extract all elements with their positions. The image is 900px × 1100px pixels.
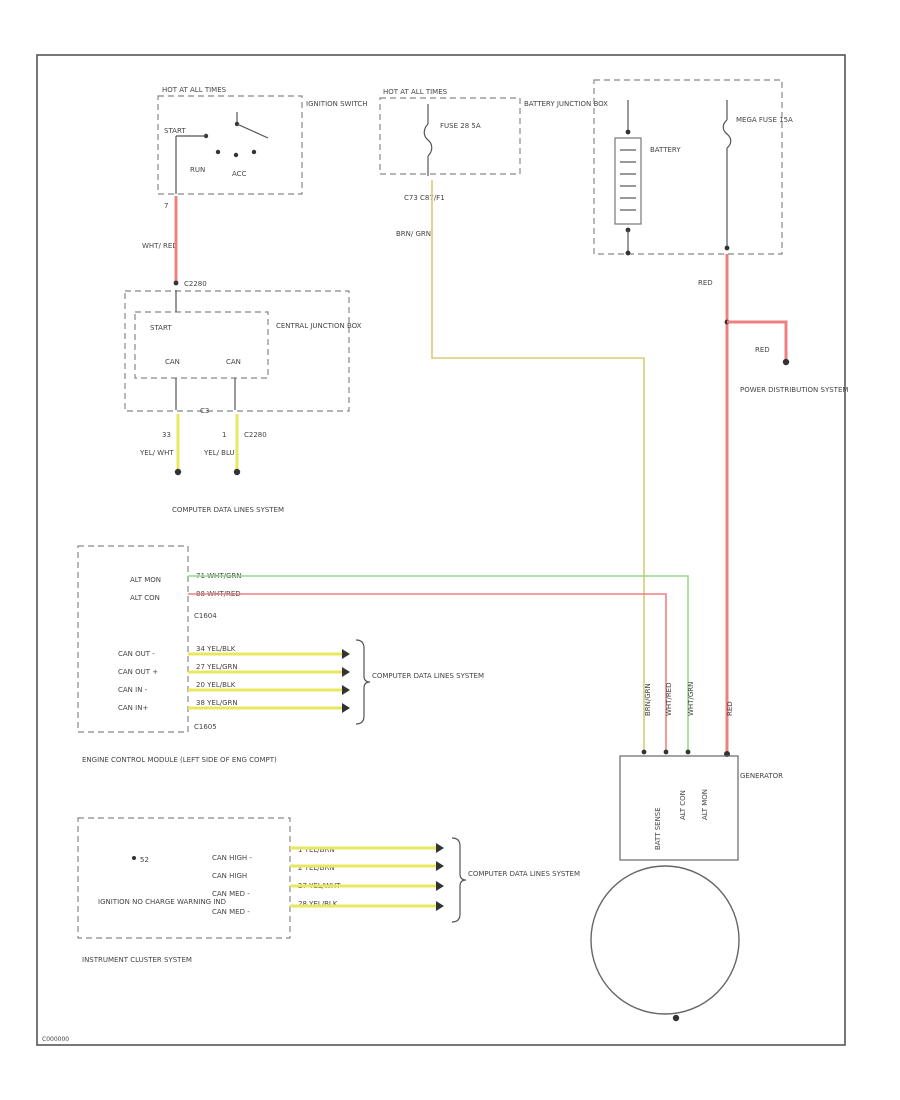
comp-data-top-label: COMPUTER DATA LINES SYSTEM <box>172 506 284 514</box>
ecm-name: ENGINE CONTROL MODULE (LEFT SIDE OF ENG … <box>82 756 277 764</box>
diagram-frame <box>36 54 846 1046</box>
gen-vwire-4: RED <box>726 701 734 716</box>
ecm-can-out-plus: CAN OUT + <box>118 668 158 676</box>
cluster-can-med-minus-2: CAN MED - <box>212 908 250 916</box>
battery-assembly: BATTERY MEGA FUSE 15A RED <box>593 79 793 287</box>
ecm-wire-can-out-minus: 34 YEL/BLK <box>196 645 236 653</box>
cjb-outer-box <box>124 290 350 412</box>
cluster-name: INSTRUMENT CLUSTER SYSTEM <box>82 956 192 964</box>
ignition-switch-box <box>157 95 303 195</box>
generator-label: GENERATOR <box>740 772 783 780</box>
fuse-wire-label: BRN/ GRN <box>396 230 431 238</box>
corner-code: C000000 <box>42 1036 69 1043</box>
power-dist-label: POWER DISTRIBUTION SYSTEM <box>740 386 848 394</box>
battery-box <box>593 79 783 255</box>
ignition-run-label: RUN <box>190 166 205 174</box>
gen-terminal-batt-sense: BATT SENSE <box>654 807 662 850</box>
cluster-lamp-label: IGNITION NO CHARGE WARNING IND <box>98 898 226 906</box>
ignition-switch: HOT AT ALL TIMES IGNITION SWITCH START R… <box>142 86 368 250</box>
cjb-bottom-right-conn: C2280 <box>244 431 267 439</box>
battery-label: BATTERY <box>650 146 681 154</box>
ignition-pin: 7 <box>164 202 168 210</box>
cluster-can-med-minus-1: CAN MED - <box>212 890 250 898</box>
instrument-cluster: 52 IGNITION NO CHARGE WARNING IND CAN HI… <box>77 817 580 964</box>
ignition-wire-label: WHT/ RED <box>142 242 178 250</box>
gen-vwire-3: WHT/GRN <box>687 682 695 716</box>
ecm-conn-2: C1605 <box>194 723 217 731</box>
cjb-inner-box <box>134 311 269 379</box>
power-distribution-node <box>782 358 790 366</box>
battery-wire-label: RED <box>698 279 713 287</box>
ecm-can-in-minus: CAN IN - <box>118 686 148 694</box>
ignition-start-label: START <box>164 127 186 135</box>
central-junction-box: C2280 CENTRAL JUNCTION BOX START CAN CAN… <box>124 280 362 457</box>
cluster-wire-2: 2 YEL/BRN <box>298 864 335 872</box>
ecm-conn-1: C1604 <box>194 612 217 620</box>
generator-terminal-box <box>619 755 739 861</box>
cjb-pin-right: 1 <box>222 431 226 439</box>
ecm-can-out-minus: CAN OUT - <box>118 650 155 658</box>
fuse-label: FUSE 28 5A <box>440 122 481 130</box>
fuse-hot-label: HOT AT ALL TIMES <box>383 88 448 96</box>
ecm-wire-can-in-plus: 38 YEL/GRN <box>196 699 238 707</box>
fuse-connector: C73 C87/F1 <box>404 194 445 202</box>
gen-vwire-1: BRN/GRN <box>644 683 652 716</box>
battery-junction-box: HOT AT ALL TIMES BATTERY JUNCTION BOX FU… <box>379 88 608 238</box>
cjb-can-2: CAN <box>226 358 241 366</box>
ecm-alt-con: ALT CON <box>130 594 160 602</box>
ecm-box <box>77 545 189 733</box>
generator-ground <box>672 1014 680 1022</box>
cjb-wire-left: YEL/ WHT <box>139 449 174 457</box>
cjb-bottom-left-conn: C3 <box>200 407 209 415</box>
cjb-left-terminal <box>174 468 182 476</box>
ignition-acc-label: ACC <box>232 170 247 178</box>
fuse-box-name: BATTERY JUNCTION BOX <box>524 100 608 108</box>
mega-fuse-label: MEGA FUSE 15A <box>736 116 793 124</box>
ecm-wire-can-in-minus: 20 YEL/BLK <box>196 681 236 689</box>
cjb-right-terminal <box>233 468 241 476</box>
cjb-pin-left: 33 <box>162 431 171 439</box>
cluster-pin-top: 52 <box>140 856 149 864</box>
ecm-can-in-plus: CAN IN+ <box>118 704 148 712</box>
fuse-box <box>379 97 521 175</box>
cluster-box <box>77 817 291 939</box>
battery-icon <box>614 137 642 225</box>
ignition-switch-name: IGNITION SWITCH <box>306 100 368 108</box>
generator-body <box>590 865 740 1015</box>
power-dist-wire-label: RED <box>755 346 770 354</box>
ecm-wire-can-out-plus: 27 YEL/GRN <box>196 663 238 671</box>
cluster-wire-4: 28 YEL/BLK <box>298 900 338 908</box>
cjb-wire-right: YEL/ BLU <box>203 449 235 457</box>
cjb-top-connector: C2280 <box>184 280 207 288</box>
ecm-comp-data-label: COMPUTER DATA LINES SYSTEM <box>372 672 484 680</box>
ignition-hot-label: HOT AT ALL TIMES <box>162 86 227 94</box>
gen-terminal-alt-mon: ALT MON <box>701 789 709 820</box>
gen-vwire-2: WHT/RED <box>665 683 673 717</box>
cjb-start: START <box>150 324 172 332</box>
cluster-wire-1: 1 YEL/BRN <box>298 846 335 854</box>
cjb-can-1: CAN <box>165 358 180 366</box>
ecm-alt-mon: ALT MON <box>130 576 161 584</box>
gen-terminal-alt-con: ALT CON <box>679 790 687 820</box>
cluster-can-high-minus: CAN HIGH - <box>212 854 252 862</box>
generator: BRN/GRN WHT/RED WHT/GRN RED BATT SENSE A… <box>590 682 783 1022</box>
cluster-comp-data-label: COMPUTER DATA LINES SYSTEM <box>468 870 580 878</box>
cjb-name: CENTRAL JUNCTION BOX <box>276 322 362 330</box>
cluster-can-high: CAN HIGH <box>212 872 247 880</box>
